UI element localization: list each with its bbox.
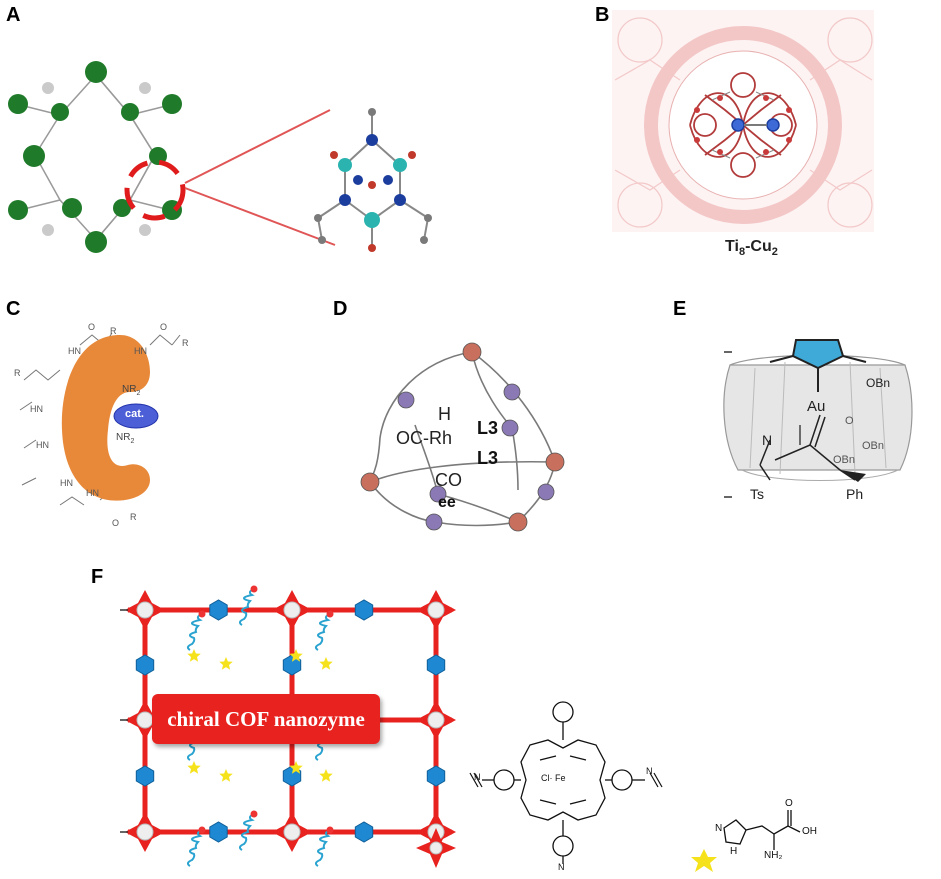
hn-label-1: HN	[68, 346, 81, 356]
o-label-3: O	[112, 518, 120, 528]
e-au-label: Au	[807, 398, 826, 415]
d-l3b-label: L3	[477, 448, 499, 468]
nr2-bottom-label: NR2	[116, 432, 135, 445]
cof-node	[272, 590, 312, 630]
histidine-star	[289, 761, 303, 774]
cof-linker-hex	[209, 599, 228, 621]
histidine-oh-label: OH	[802, 826, 817, 837]
cof-node	[272, 812, 312, 852]
histidine-h-label: H	[730, 846, 738, 857]
hn-label-3: HN	[30, 404, 43, 414]
cof-linker-hex	[209, 821, 228, 843]
cof-node	[125, 590, 165, 630]
panel-label-d: D	[333, 298, 348, 320]
r-label-4: R	[130, 512, 137, 522]
d-ee-label: ee	[438, 494, 456, 511]
chiral-chain	[314, 829, 331, 867]
e-obn-label-3: OBn	[833, 454, 856, 466]
cof-node	[416, 700, 456, 740]
porphyrin-n-bottom: N	[558, 862, 565, 872]
panel-label-c: C	[6, 298, 21, 320]
e-obn-label-2: OBn	[862, 440, 885, 452]
o-label-1: O	[88, 322, 96, 332]
cof-node	[125, 812, 165, 852]
cof-linker-hex	[354, 599, 374, 621]
d-l3a-label: L3	[477, 418, 499, 438]
e-ph-label: Ph	[846, 486, 864, 502]
chiral-cof-nanozyme-banner: chiral COF nanozyme	[152, 694, 380, 744]
panel-label-b: B	[595, 4, 610, 26]
nr2-top-label: NR2	[122, 384, 141, 397]
panel-label-e: E	[673, 298, 687, 320]
hn-label-4: HN	[36, 440, 49, 450]
histidine-star	[219, 769, 233, 782]
r-label-3: R	[14, 368, 21, 378]
porphyrin-n-left: N	[474, 772, 481, 782]
hn-label-5: HN	[60, 478, 73, 488]
hn-label-2: HN	[134, 346, 147, 356]
histidine-o-label: O	[785, 798, 793, 809]
chiral-chain	[186, 829, 203, 867]
e-n-label: N	[762, 432, 773, 448]
e-obn-label-1: OBn	[866, 376, 891, 390]
r-label-1: R	[110, 326, 117, 336]
cof-linker-hex	[426, 654, 446, 676]
cof-linker-hex	[282, 765, 302, 787]
e-ts-label: Ts	[750, 486, 764, 502]
panel-b-caption: Ti8-Cu2	[725, 238, 778, 259]
chiral-chain	[238, 813, 255, 851]
porphyrin-n-right: N	[646, 766, 653, 776]
hn-label-6: HN	[86, 488, 99, 498]
cof-node	[416, 812, 456, 852]
d-h-label: H	[438, 404, 451, 424]
histidine-star	[319, 769, 333, 782]
o-label-2: O	[160, 322, 168, 332]
cat-label: cat.	[125, 408, 144, 420]
histidine-star	[187, 761, 201, 774]
r-label-2: R	[182, 338, 189, 348]
cof-linker-hex	[135, 765, 155, 787]
histidine-star	[319, 657, 333, 670]
mof-node-cluster	[8, 61, 182, 253]
histidine-star	[219, 657, 233, 670]
panel-label-a: A	[6, 4, 21, 26]
d-co-label: CO	[435, 470, 462, 490]
histidine-star	[187, 649, 201, 662]
chiral-chain	[314, 613, 331, 651]
cof-node	[416, 590, 456, 630]
cof-linker-hex	[354, 821, 374, 843]
chiral-chain	[186, 613, 203, 651]
porphyrin-cl-fe-label: Cl· Fe	[541, 773, 566, 783]
e-o-label: O	[845, 415, 854, 427]
d-ocrh-label: OC-Rh	[396, 428, 453, 448]
chiral-chain	[238, 588, 255, 626]
panel-label-f: F	[91, 566, 104, 588]
cof-linker-hex	[426, 765, 446, 787]
histidine-star	[289, 649, 303, 662]
histidine-n-label: N	[715, 823, 723, 834]
cof-linker-hex	[135, 654, 155, 676]
cof-linker-hex	[282, 654, 302, 676]
histidine-nh2-label: NH₂	[764, 850, 783, 861]
